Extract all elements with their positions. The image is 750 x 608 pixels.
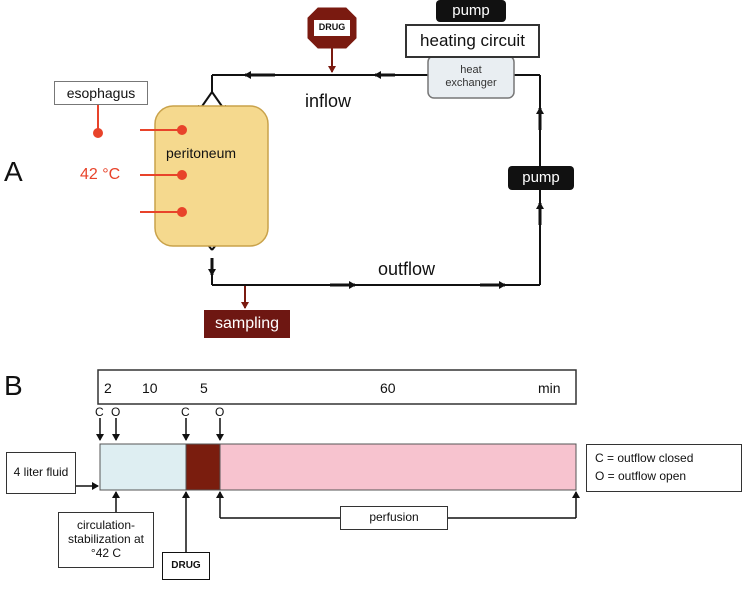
temperature-probes [93, 105, 187, 217]
drug-box: DRUG [162, 552, 210, 580]
timeline-label-60: 60 [380, 380, 396, 396]
timeline-unit: min [538, 380, 561, 396]
perfusion-bracket [216, 491, 580, 519]
sampling-box: sampling [204, 310, 290, 338]
pump-right-box: pump [508, 166, 574, 190]
timeline-label-10: 10 [142, 380, 158, 396]
marker-c-drug: C [181, 405, 190, 419]
heat-exchanger-label: heat exchanger [445, 64, 497, 89]
inflow-label: inflow [305, 91, 352, 111]
legend-box: C = outflow closed O = outflow open [586, 444, 742, 492]
timeline-label-2: 2 [104, 380, 112, 396]
temperature-label: 42 °C [80, 166, 121, 183]
drug-label: DRUG [318, 22, 346, 32]
phase-perfusion-bar [219, 443, 577, 491]
perfusion-box: perfusion [340, 506, 448, 530]
flow-arrows [208, 71, 544, 289]
marker-arrows [96, 418, 224, 441]
marker-o-perfusion: O [215, 405, 225, 419]
marker-c-start: C [95, 405, 104, 419]
marker-o-start: O [111, 405, 121, 419]
legend-closed: C = outflow closed [595, 451, 694, 466]
timeline-label-5: 5 [200, 380, 208, 396]
heating-circuit-box: heating circuit [405, 24, 540, 58]
phase-drug-bar [185, 443, 221, 491]
fluid-box: 4 liter fluid [6, 452, 76, 494]
outflow-label: outflow [378, 259, 436, 279]
panel-a-letter: A [4, 156, 23, 187]
legend-open: O = outflow open [595, 469, 687, 483]
phase-circulation-bar [99, 443, 187, 491]
pump-top-box: pump [436, 0, 506, 22]
timeline-scale [97, 369, 577, 405]
drug-octagon-inner [314, 20, 350, 36]
peritoneum-label: peritoneum [166, 145, 237, 161]
panel-b-letter: B [4, 370, 23, 401]
circulation-box: circulation-stabilization at °42 C [58, 512, 154, 568]
esophagus-box: esophagus [54, 81, 148, 105]
